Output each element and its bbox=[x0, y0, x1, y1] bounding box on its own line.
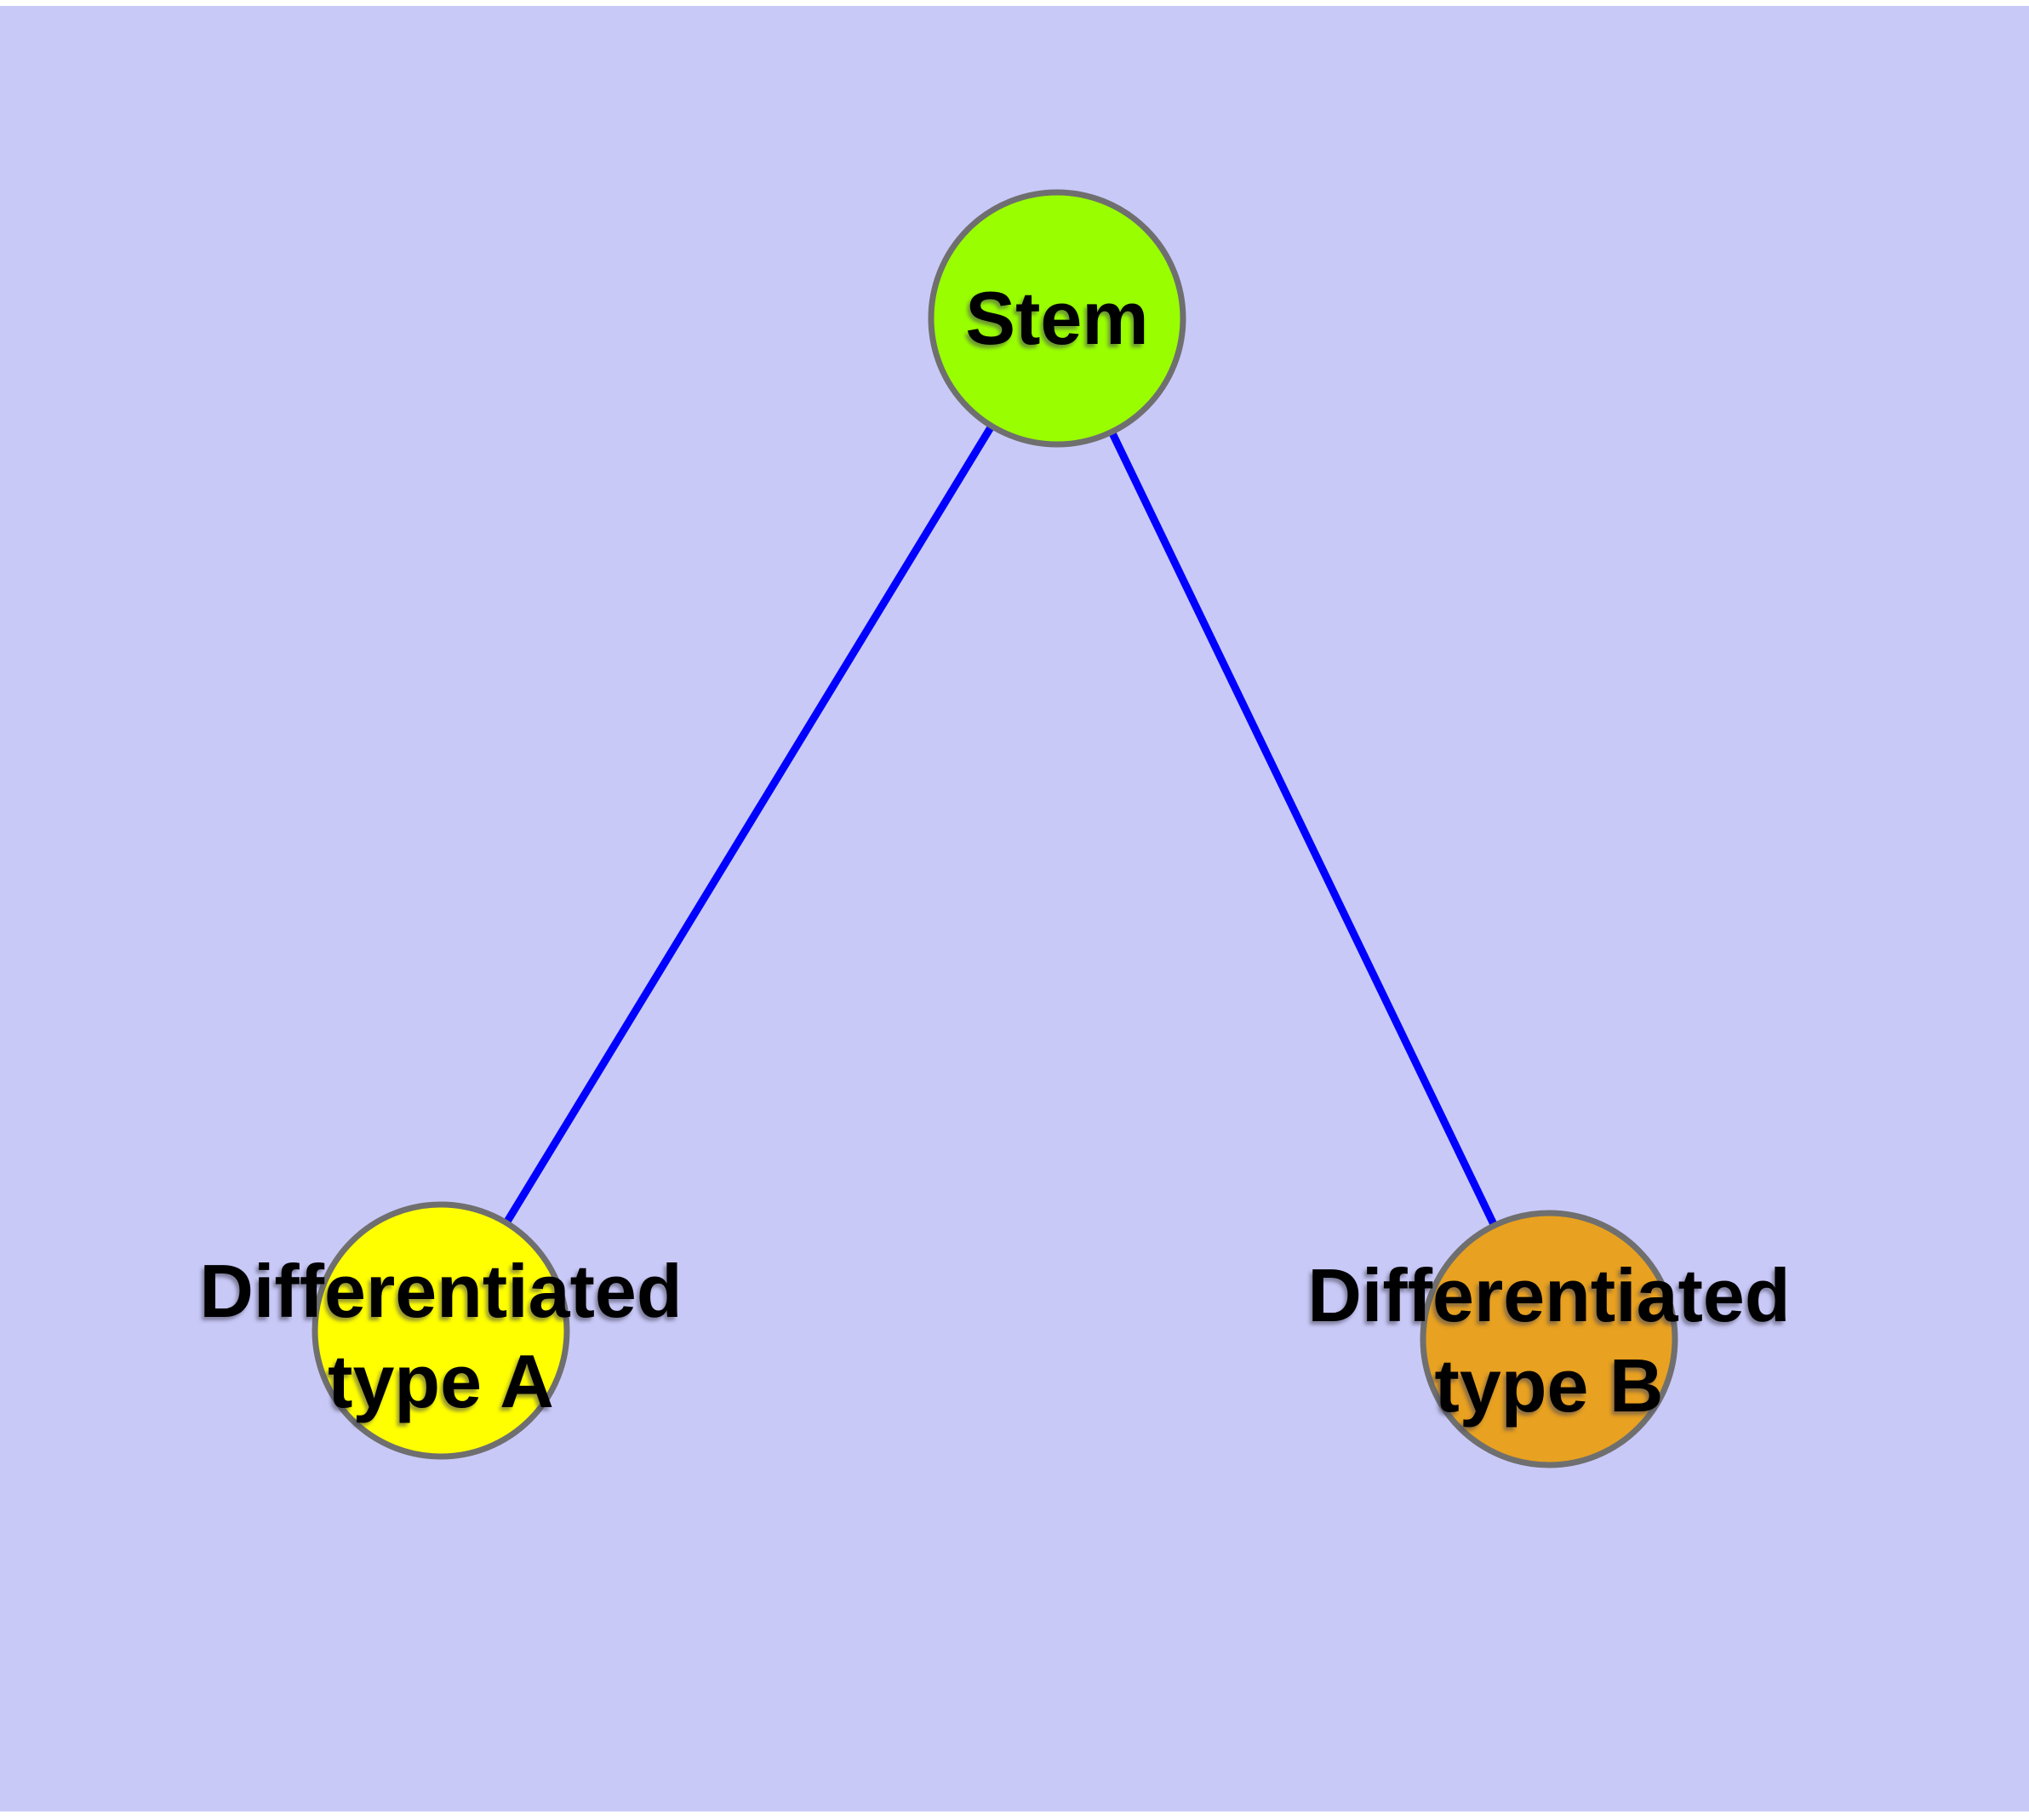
node-type-b-label-line2: type B bbox=[1434, 1343, 1664, 1428]
node-type-b-label: Differentiated type B bbox=[1307, 1251, 1790, 1431]
node-type-a-label-line1: Differentiated bbox=[199, 1249, 683, 1333]
node-type-a-label-line2: type A bbox=[328, 1339, 554, 1423]
node-type-b-circle bbox=[1420, 1210, 1678, 1468]
node-stem-label-text: Stem bbox=[965, 276, 1149, 360]
node-type-a-label: Differentiated type A bbox=[199, 1246, 682, 1427]
node-type-a-circle bbox=[311, 1201, 570, 1460]
node-stem-circle bbox=[928, 189, 1186, 448]
node-type-b-label-line1: Differentiated bbox=[1307, 1253, 1791, 1337]
edge-stem-to-type-b bbox=[1053, 317, 1553, 1341]
edge-stem-to-type-a bbox=[437, 316, 1060, 1333]
node-stem-label: Stem bbox=[965, 273, 1148, 363]
